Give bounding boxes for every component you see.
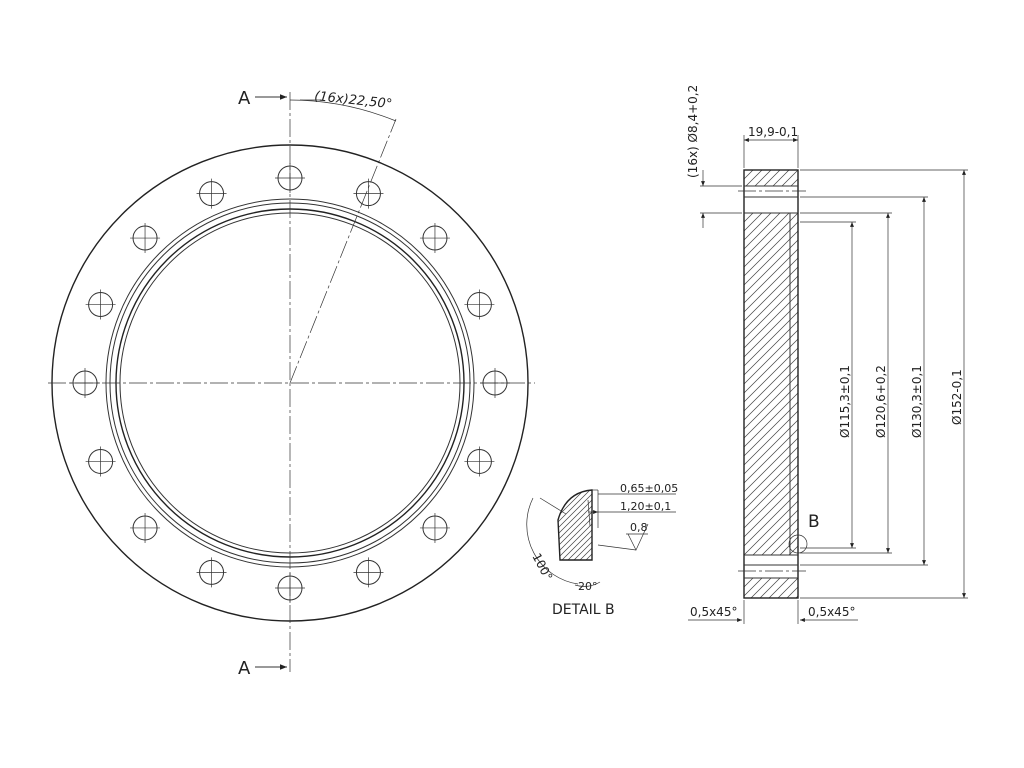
bolt-hole [480, 368, 510, 398]
section-outline [743, 169, 799, 599]
thickness-dimension: 19,9-0,1 [748, 125, 798, 139]
section-marker-top: A [238, 88, 251, 109]
diameter-3: Ø130,3±0,1 [910, 365, 924, 438]
detail-angle-1: 100° [529, 551, 555, 583]
diameter-4: Ø152-0,1 [950, 369, 964, 425]
diameter-2: Ø120,6+0,2 [874, 365, 888, 438]
detail-hatch [558, 490, 592, 560]
angle-dimension-arc [289, 99, 397, 122]
roughness-value: 0,8 [630, 521, 648, 534]
bolt-hole [419, 223, 450, 254]
bolt-hole [196, 557, 227, 588]
bolt-hole [130, 512, 161, 543]
diameter-1: Ø115,3±0,1 [838, 365, 852, 438]
detail-dim-2: 1,20±0,1 [620, 500, 671, 513]
bolt-hole [464, 289, 495, 320]
bolt-hole [275, 573, 305, 603]
section-view: 19,9-0,1 (16x) Ø8,4+0,2 Ø115,3±0,1 Ø120,… [686, 85, 968, 624]
detail-angle-2: 20° [578, 580, 598, 593]
chamfer-right: 0,5x45° [808, 605, 855, 619]
detail-marker: B [808, 512, 820, 532]
detail-title: DETAIL B [552, 602, 615, 618]
bolt-hole [353, 557, 384, 588]
bolt-holes [70, 163, 510, 603]
bolt-hole [70, 368, 100, 398]
detail-b-circle [788, 534, 808, 554]
bolt-hole [419, 512, 450, 543]
front-view: (16x)22,50° A A [48, 88, 535, 679]
section-hatch-bottom [744, 578, 798, 598]
bolt-hole [130, 223, 161, 254]
chamfer-left: 0,5x45° [690, 605, 737, 619]
bolt-hole [464, 446, 495, 477]
section-hatch-body [744, 213, 798, 555]
detail-profile [557, 489, 593, 561]
angle-reference-line [289, 118, 397, 384]
hole-pattern-label: (16x)22,50° [314, 89, 393, 112]
bolt-hole [196, 178, 227, 209]
detail-dim-1: 0,65±0,05 [620, 482, 678, 495]
section-marker-bottom: A [238, 658, 251, 679]
bolt-hole [275, 163, 305, 193]
hole-diameter-dimension: (16x) Ø8,4+0,2 [686, 85, 700, 178]
bolt-hole [85, 446, 116, 477]
bolt-hole [353, 178, 384, 209]
detail-b: 0,65±0,05 1,20±0,1 0,8 100° 20° DETAIL B [526, 482, 678, 618]
bolt-hole [85, 289, 116, 320]
section-hatch-top [744, 170, 798, 186]
